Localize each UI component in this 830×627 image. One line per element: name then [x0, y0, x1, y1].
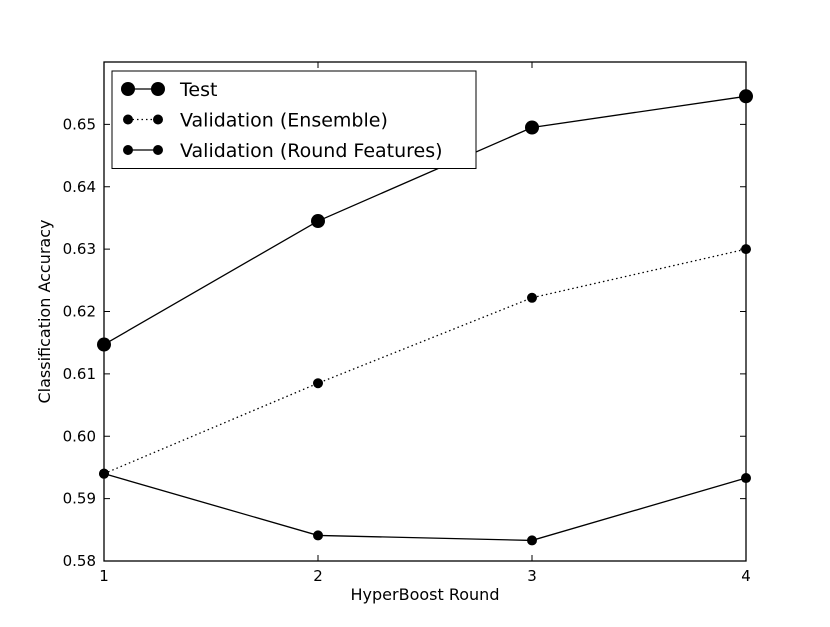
legend-entry: Test [121, 79, 217, 101]
data-point [313, 378, 323, 389]
axis-ticks: 1 2 3 4 0.58 0.59 0.60 0.61 0.62 0.63 0.64 0.65 [63, 62, 751, 585]
legend-entry: Validation (Round Features) [123, 140, 443, 162]
y-tick-label: 0.58 [63, 552, 96, 570]
series-2 [99, 468, 751, 546]
y-tick-label: 0.61 [63, 365, 96, 383]
data-point [313, 530, 323, 541]
y-tick-label: 0.65 [63, 115, 96, 133]
series-line [103, 248, 747, 475]
data-point [527, 535, 537, 546]
y-axis-title: Classification Accuracy [35, 220, 54, 404]
legend-marker [153, 145, 163, 155]
data-point [525, 120, 539, 135]
legend-label: Validation (Round Features) [180, 140, 443, 162]
legend-label: Test [179, 79, 217, 101]
legend-marker [153, 114, 163, 125]
y-tick-label: 0.60 [63, 427, 96, 445]
legend-marker [151, 82, 165, 96]
x-tick-label: 2 [313, 567, 323, 585]
series-1 [99, 244, 751, 479]
data-point [527, 292, 537, 303]
y-tick-label: 0.63 [63, 240, 96, 258]
y-tick-label: 0.64 [63, 178, 96, 196]
x-axis-title: HyperBoost Round [351, 585, 500, 604]
legend-box [111, 70, 477, 169]
legend-marker [123, 114, 133, 125]
x-tick-label: 1 [99, 567, 109, 585]
y-tick-label: 0.59 [63, 490, 96, 508]
legend-label: Validation (Ensemble) [180, 110, 388, 132]
legend-marker [123, 145, 133, 155]
data-point [311, 214, 325, 229]
x-tick-label: 3 [527, 567, 537, 585]
x-tick-label: 4 [741, 567, 751, 585]
legend-entry: Validation (Ensemble) [123, 110, 388, 132]
series-line [103, 95, 747, 346]
y-tick-label: 0.62 [63, 303, 96, 321]
series-line [103, 473, 747, 542]
legend-marker [121, 82, 135, 96]
